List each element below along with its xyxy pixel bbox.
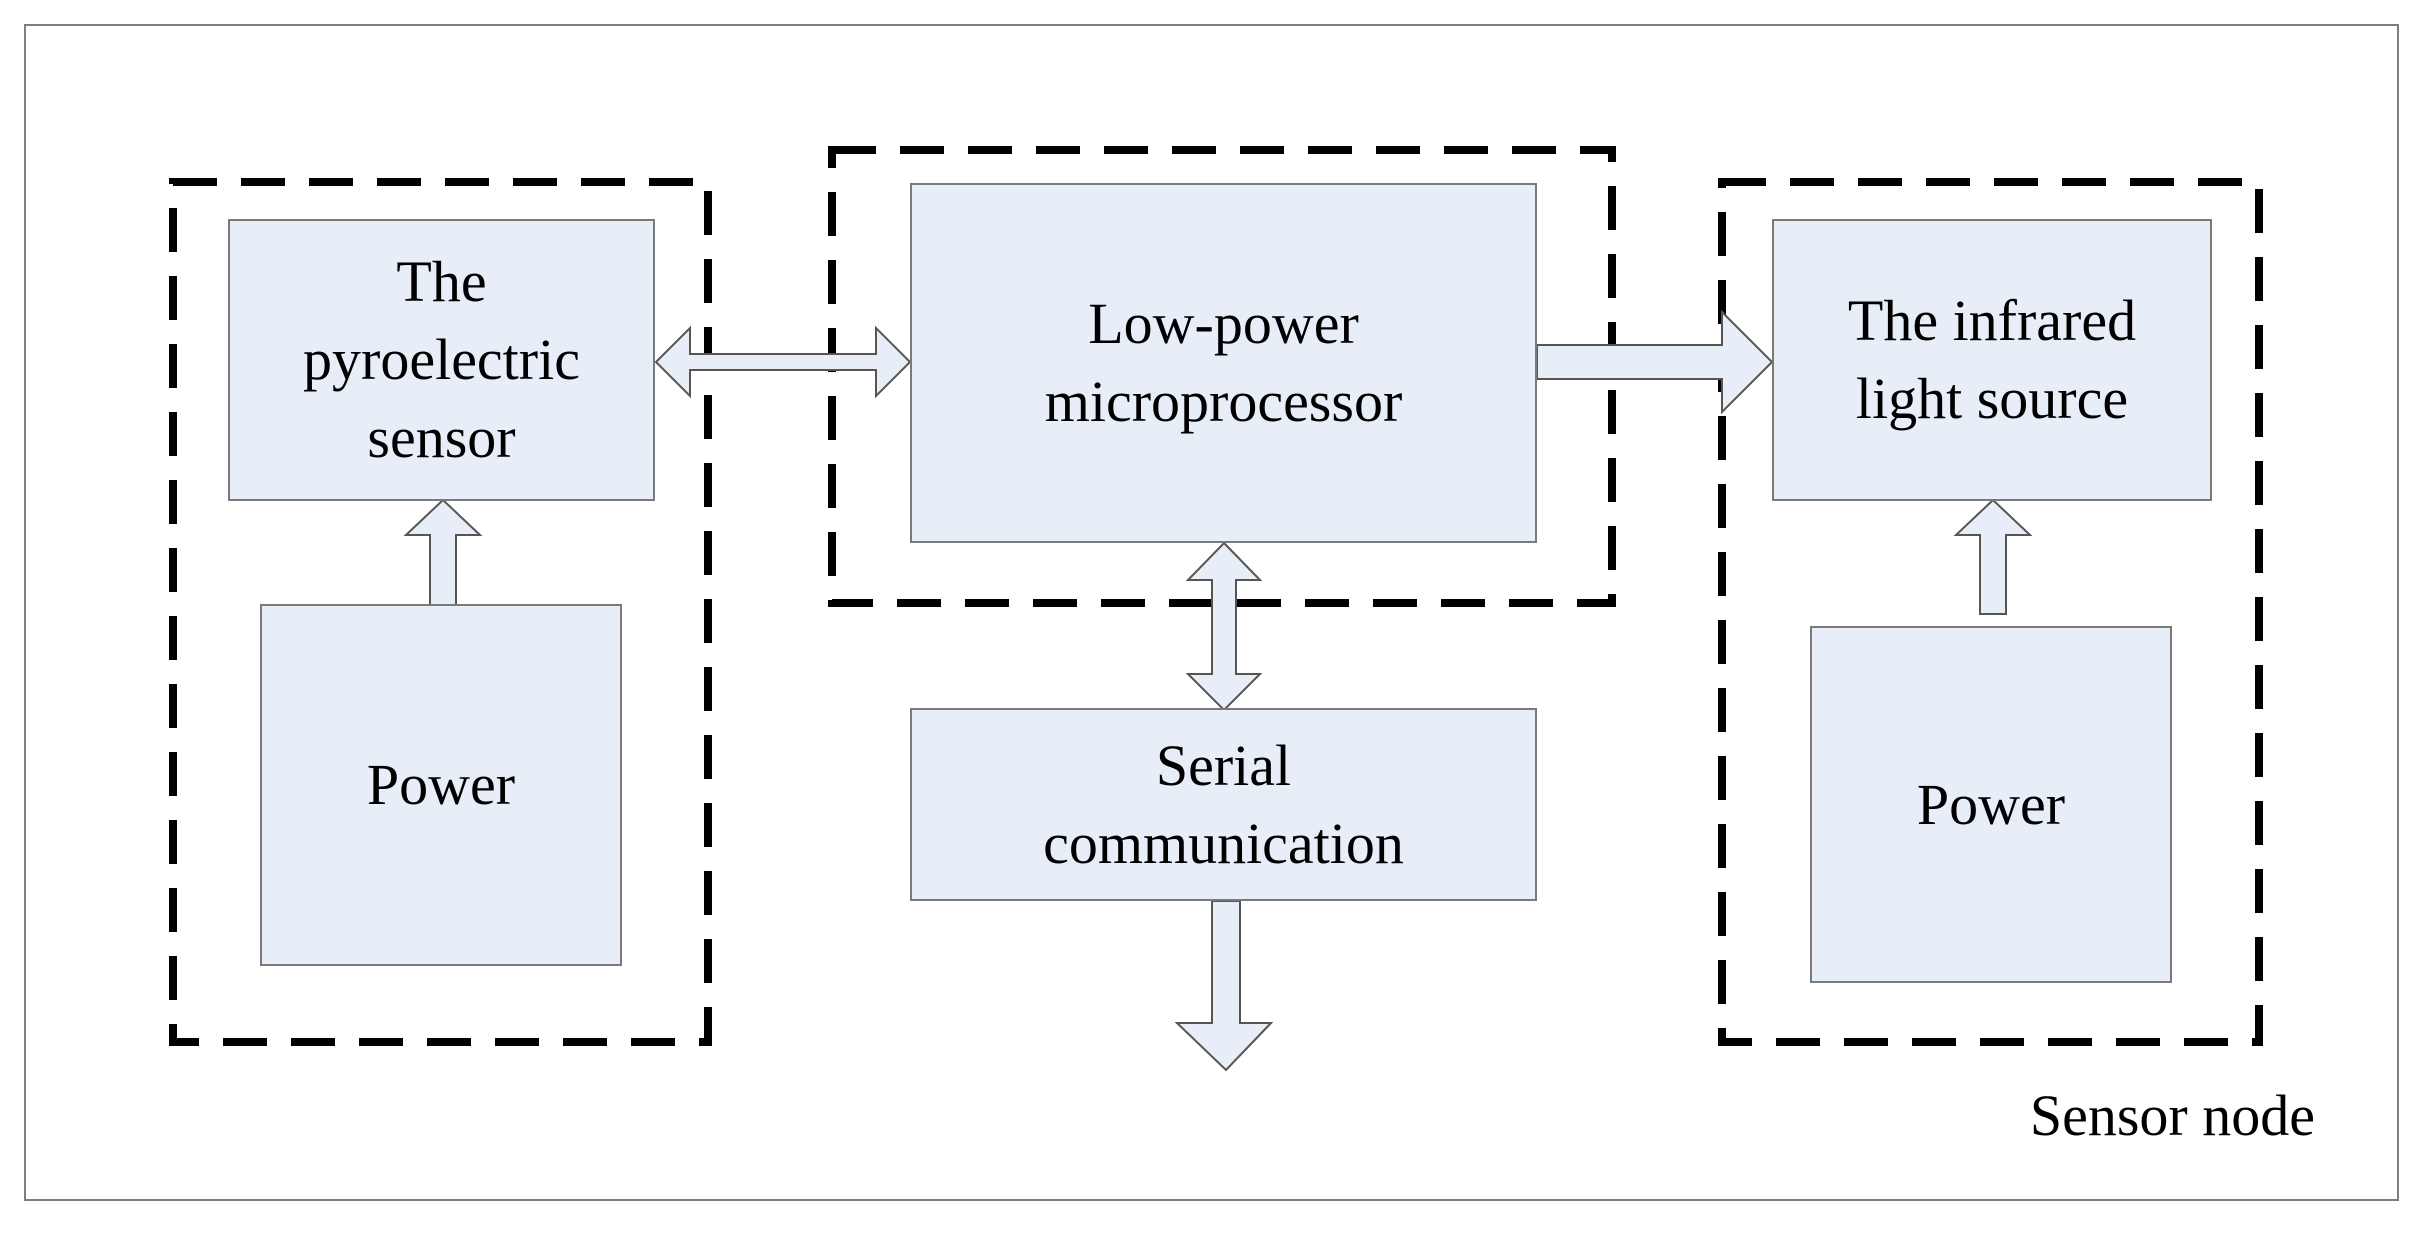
processor-serial-double-arrow [1185,541,1263,712]
microprocessor-label-line1: Low-power [1088,291,1359,356]
infrared-light-source-box: The infrared light source [1772,219,2212,501]
right-power-box: Power [1810,626,2172,983]
sensor-processor-double-arrow [654,325,912,399]
serial-output-arrow [1174,900,1274,1072]
pyro-sensor-label-line3: sensor [367,405,516,470]
left-power-to-sensor-arrow [403,498,483,613]
right-power-label: Power [1916,771,2066,837]
pyro-sensor-label-line1: The [396,249,487,314]
processor-to-infrared-arrow [1536,309,1774,415]
microprocessor-box: Low-power microprocessor [910,183,1537,543]
infrared-label-line2: light source [1855,366,2129,431]
infrared-label-line1: The infrared [1847,288,2137,353]
left-group-boundary [169,178,712,1046]
pyro-sensor-label-line2: pyroelectric [303,327,580,392]
pyroelectric-sensor-box: The pyroelectric sensor [228,219,655,501]
left-power-label: Power [366,752,516,817]
microprocessor-label-line2: microprocessor [1044,369,1403,434]
left-power-box: Power [260,604,622,966]
serial-communication-box: Serial communication [910,708,1537,901]
serial-label-line1: Serial [1155,732,1292,798]
right-power-to-infrared-arrow [1953,498,2033,615]
serial-label-line2: communication [1043,810,1404,876]
right-group-boundary [1718,178,2263,1046]
sensor-node-caption: Sensor node [2029,1083,2315,1148]
